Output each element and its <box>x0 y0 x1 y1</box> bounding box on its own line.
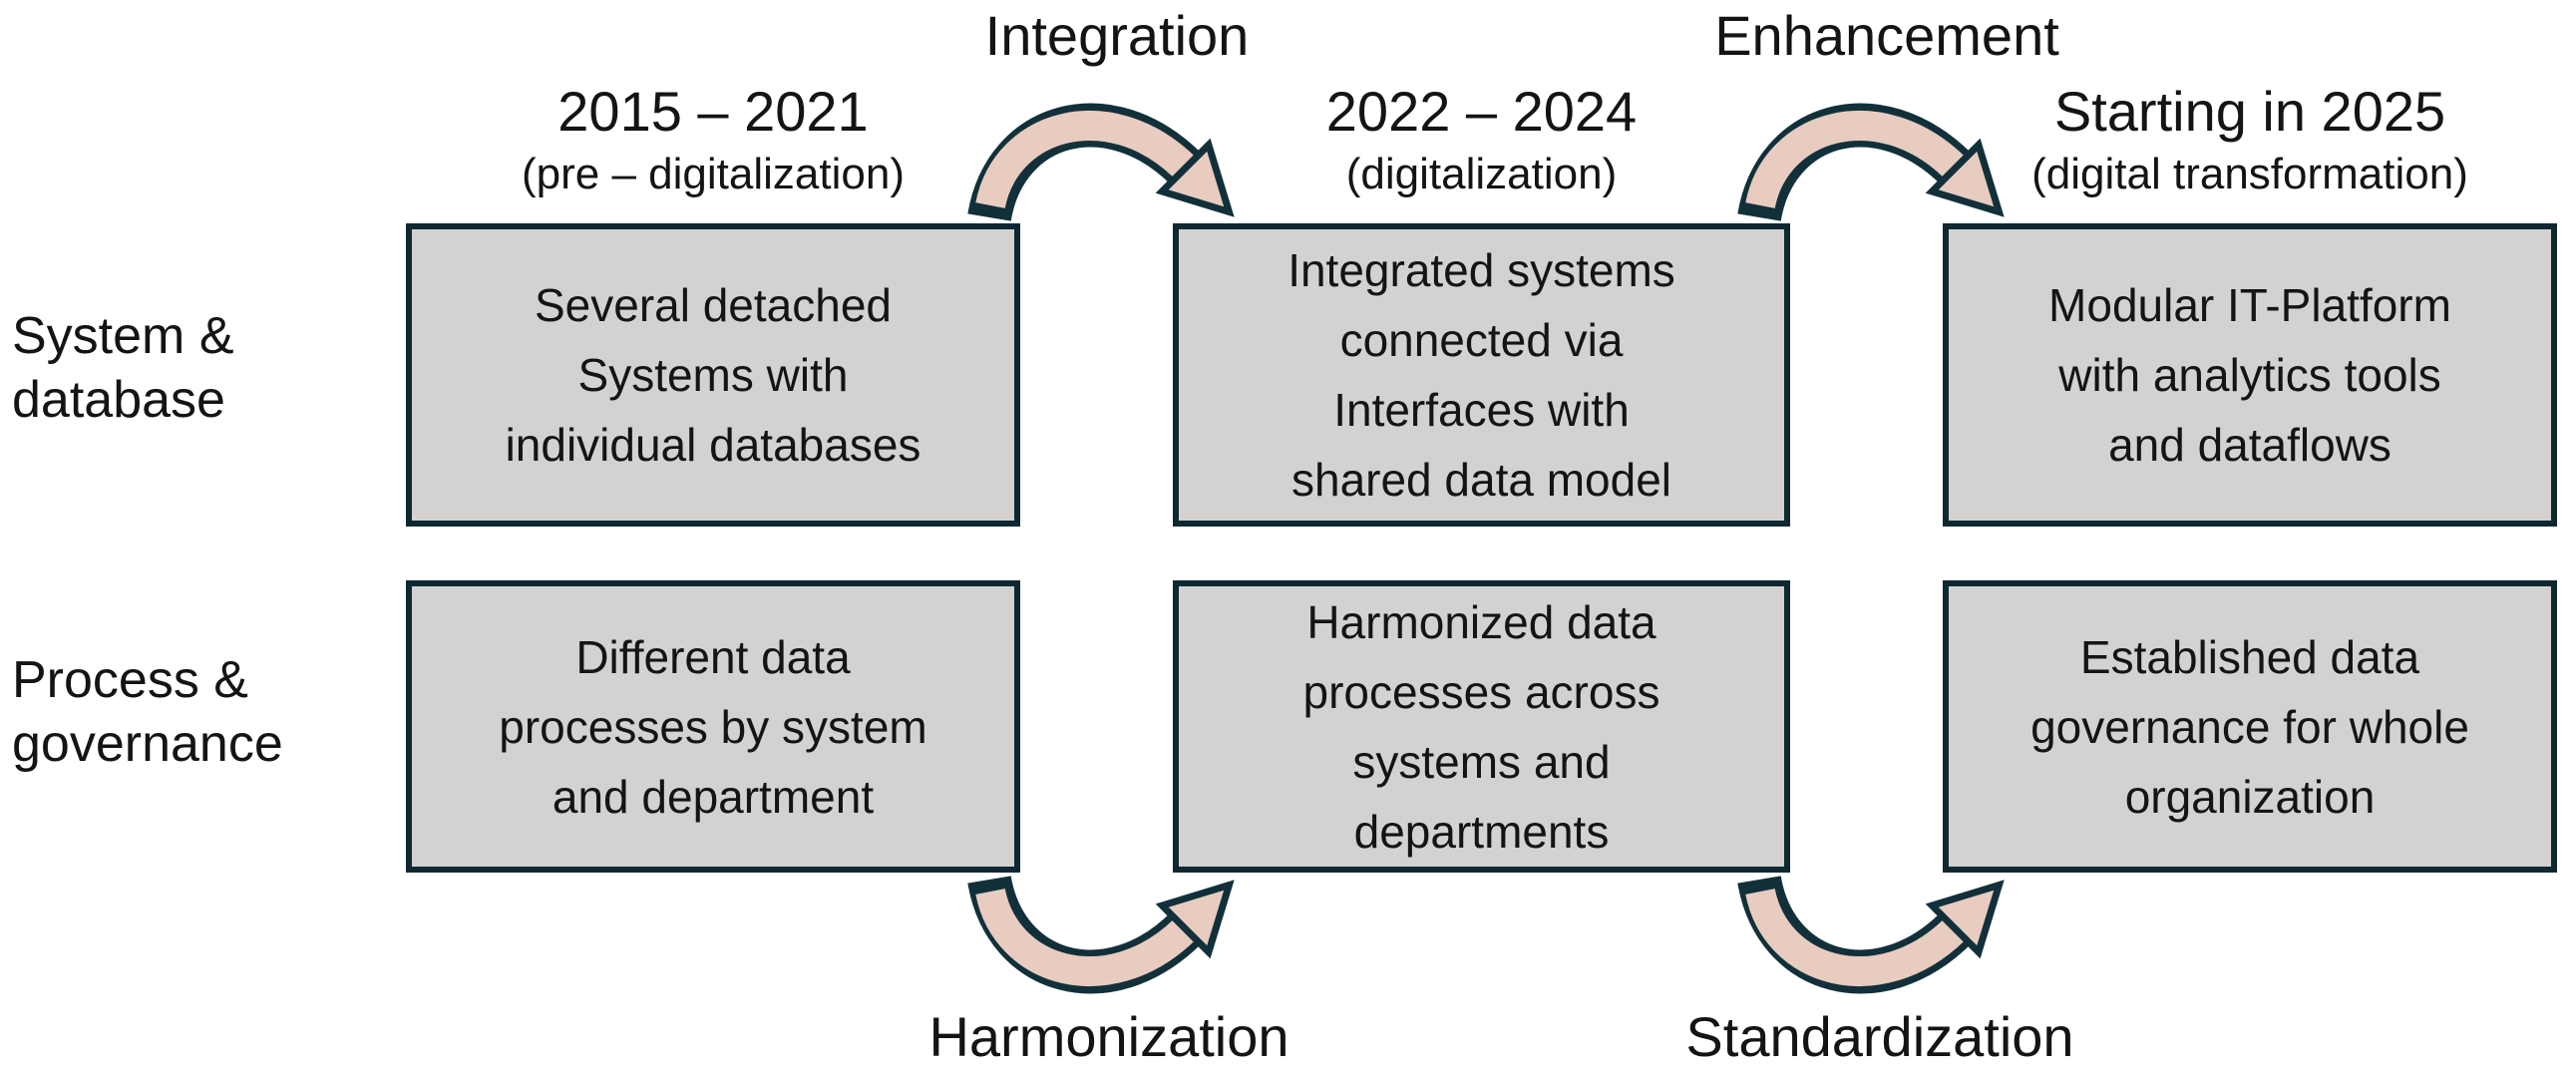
enhancement-label: Enhancement <box>1714 4 2059 67</box>
standardization-label: Standardization <box>1685 1005 2074 1068</box>
box-process-governance-phase-3: Established data governance for whole or… <box>1943 580 2557 873</box>
phase-header-2015-2021: 2015 – 2021 (pre – digitalization) <box>306 80 1120 201</box>
harmonization-label: Harmonization <box>928 1005 1289 1068</box>
box-process-governance-phase-1: Different data processes by system and d… <box>406 580 1020 873</box>
phase-period: Starting in 2025 <box>2053 80 2446 143</box>
phase-subtitle: (digitalization) <box>1345 150 1618 198</box>
box-system-database-phase-2: Integrated systems connected via Interfa… <box>1173 223 1790 527</box>
phase-header-2025: Starting in 2025 (digital transformation… <box>1843 80 2576 201</box>
integration-label: Integration <box>984 4 1250 67</box>
phase-subtitle: (pre – digitalization) <box>522 150 905 198</box>
box-system-database-phase-1: Several detached Systems with individual… <box>406 223 1020 527</box>
phase-period: 2015 – 2021 <box>557 80 869 143</box>
row-label-process-governance: Process & governance <box>12 651 283 773</box>
box-system-database-phase-3: Modular IT-Platform with analytics tools… <box>1943 223 2557 527</box>
row-label-system-database: System & database <box>12 307 234 429</box>
harmonization-arrow-icon <box>967 875 1235 994</box>
phase-subtitle: (digital transformation) <box>2031 150 2468 198</box>
phase-header-2022-2024: 2022 – 2024 (digitalization) <box>1073 80 1890 201</box>
box-process-governance-phase-2: Harmonized data processes across systems… <box>1173 580 1790 873</box>
standardization-arrow-icon <box>1737 875 2005 994</box>
phase-period: 2022 – 2024 <box>1325 80 1638 143</box>
